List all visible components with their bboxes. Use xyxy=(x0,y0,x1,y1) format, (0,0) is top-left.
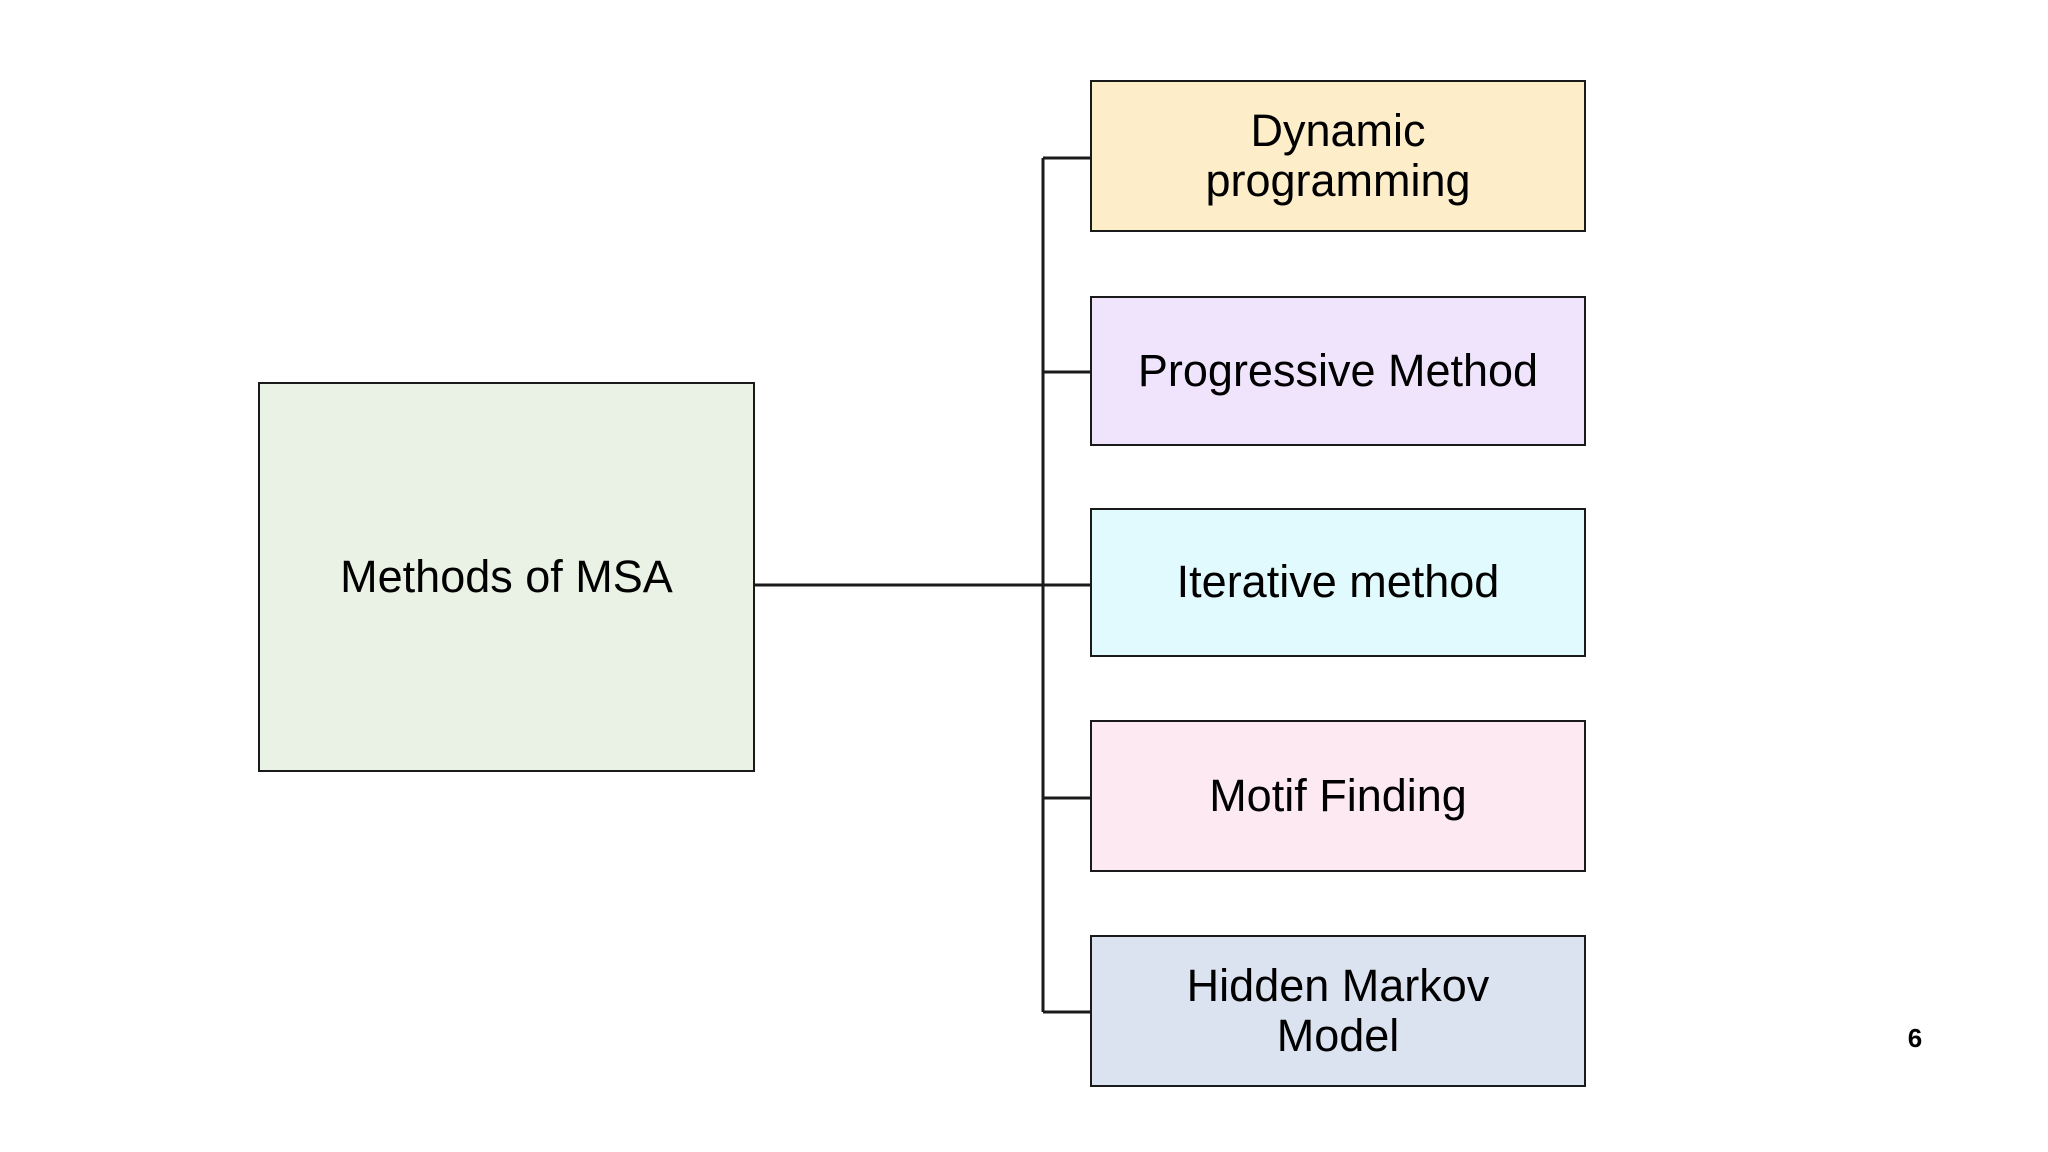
page-number: 6 xyxy=(1907,1023,1923,1053)
node-motif-finding-label: Motif Finding xyxy=(1209,769,1467,821)
node-dynamic-programming-label: Dynamic programming xyxy=(1205,104,1471,206)
node-motif-finding[interactable]: Motif Finding xyxy=(1090,720,1586,872)
node-dynamic-programming[interactable]: Dynamic programming xyxy=(1090,80,1586,232)
node-progressive-method[interactable]: Progressive Method xyxy=(1090,296,1586,446)
node-iterative-method-label: Iterative method xyxy=(1176,556,1500,608)
node-iterative-method[interactable]: Iterative method xyxy=(1090,508,1586,657)
node-hidden-markov-model[interactable]: Hidden Markov Model xyxy=(1090,935,1586,1087)
node-root[interactable]: Methods of MSA xyxy=(258,382,755,772)
node-hidden-markov-model-label: Hidden Markov Model xyxy=(1186,959,1490,1061)
node-progressive-method-label: Progressive Method xyxy=(1137,344,1539,396)
node-root-label: Methods of MSA xyxy=(340,550,673,602)
